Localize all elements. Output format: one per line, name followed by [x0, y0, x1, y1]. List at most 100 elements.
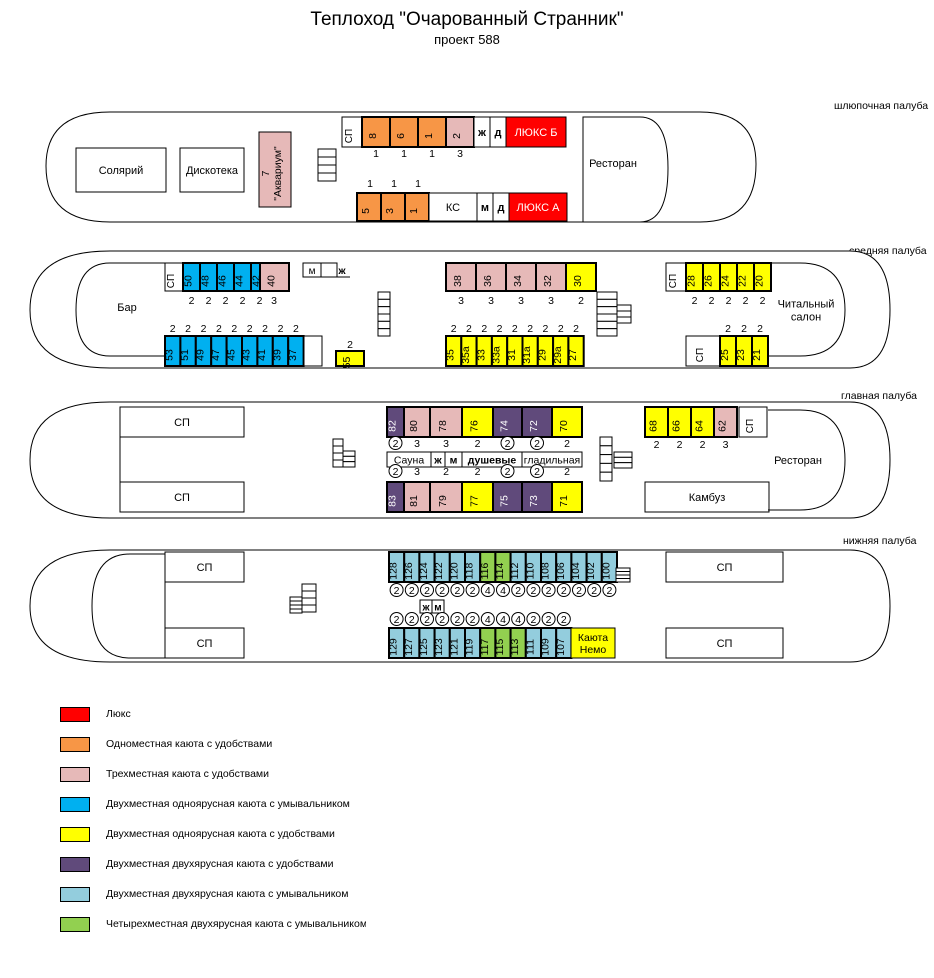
- capacity-circle: [556, 583, 571, 597]
- capacity: 2: [451, 323, 457, 335]
- capacity: 2: [692, 295, 698, 307]
- capacity: 3: [518, 295, 524, 307]
- legend-swatch: [60, 887, 90, 902]
- cabin-number: 34: [512, 275, 524, 287]
- capacity-circle: [389, 612, 404, 626]
- capacity: 2: [278, 323, 284, 335]
- capacity: 2: [424, 585, 430, 597]
- cabin-number: 118: [464, 562, 476, 579]
- cabin-21: [751, 335, 769, 367]
- legend-swatch: [60, 857, 90, 872]
- legend-label: Двухместная одноярусная каюта с умывальн…: [106, 798, 350, 810]
- capacity: 2: [564, 466, 570, 478]
- restaurant-main: Ресторан: [774, 455, 822, 467]
- restaurant-outline: [768, 409, 846, 511]
- cabin-number: 122: [433, 562, 445, 580]
- stairs: [377, 328, 391, 337]
- cabin-number: 23: [735, 349, 747, 361]
- capacity: 2: [394, 585, 400, 597]
- cabin-73: [521, 481, 553, 513]
- capacity: 2: [760, 295, 766, 307]
- capacity: 2: [741, 323, 747, 335]
- capacity: 3: [488, 295, 494, 307]
- capacity: 2: [530, 585, 536, 597]
- capacity: 2: [725, 323, 731, 335]
- cabin-number: 33: [475, 349, 487, 361]
- capacity: 2: [247, 323, 253, 335]
- cabin-number: 36: [482, 275, 494, 287]
- capacity-circle: [388, 464, 403, 478]
- cabin-number: 27: [567, 349, 579, 361]
- capacity: 2: [470, 585, 476, 597]
- cabin-number: 40: [266, 275, 278, 287]
- stairs: [615, 571, 631, 576]
- cabin-number: 35а: [460, 346, 472, 364]
- cabin-number: 119: [464, 638, 476, 655]
- lux-a: [508, 192, 568, 222]
- capacity-circle: [526, 612, 541, 626]
- legend-label: Двухместная одноярусная каюта с удобства…: [106, 828, 335, 840]
- stairs: [616, 310, 632, 318]
- stairs: [616, 316, 632, 324]
- cabin-number: 70: [558, 420, 570, 432]
- capacity: 1: [415, 178, 421, 190]
- capacity-circle: [526, 583, 541, 597]
- service-room-label: СП: [695, 348, 706, 362]
- capacity-circle: [496, 612, 510, 626]
- cabin-number: 22: [737, 275, 749, 287]
- cabin-number: 29: [536, 349, 548, 361]
- cabin-number: 80: [408, 420, 420, 432]
- capacity-circle: [541, 612, 556, 626]
- cabin-number: 76: [469, 420, 481, 432]
- page-subtitle: проект 588: [434, 32, 500, 47]
- cabin-number: 47: [210, 349, 222, 361]
- lux-a-label: ЛЮКС А: [517, 202, 561, 214]
- cabin-number: 113: [509, 638, 521, 655]
- capacity: 2: [591, 585, 597, 597]
- cabin-number: 5: [360, 208, 372, 214]
- cabin-number: 127: [403, 638, 415, 656]
- capacity: 2: [530, 614, 536, 626]
- capacity: 2: [409, 614, 415, 626]
- capacity: 2: [393, 466, 399, 478]
- capacity-circle: [496, 583, 510, 597]
- capacity: 2: [216, 323, 222, 335]
- galley: [644, 481, 770, 513]
- cabin-number: 106: [555, 562, 567, 580]
- stairs: [599, 454, 613, 464]
- cabin-number: 79: [437, 495, 449, 507]
- shower-label: д: [495, 127, 502, 139]
- cabin-number: 32: [542, 275, 554, 287]
- capacity: 2: [394, 614, 400, 626]
- stairs: [377, 291, 391, 300]
- capacity: 2: [505, 438, 511, 450]
- capacity-circle: [530, 464, 544, 478]
- cabin-number: 41: [256, 349, 268, 361]
- cabin-20: [753, 262, 772, 292]
- cabin-38: [445, 262, 477, 292]
- capacity: 2: [409, 585, 415, 597]
- capacity: 2: [757, 323, 763, 335]
- wc-men-label: м: [481, 202, 489, 214]
- stairs: [377, 313, 391, 322]
- stairs: [596, 328, 618, 337]
- capacity-circle: [435, 583, 450, 597]
- capacity-circle: [587, 583, 602, 597]
- cabin-8: [361, 116, 391, 148]
- cabin-number: 21: [751, 349, 763, 361]
- wc-women-label: ж: [477, 127, 486, 139]
- legend-swatch: [60, 707, 90, 722]
- cabin-number: 3: [384, 208, 396, 214]
- stairs: [289, 604, 303, 610]
- bar: Бар: [117, 302, 136, 314]
- cabin-number: 49: [195, 349, 207, 361]
- cabin-number: 73: [528, 495, 540, 507]
- capacity: 2: [189, 295, 195, 307]
- service-room-label: СП: [197, 638, 213, 650]
- cabin-number: 121: [448, 638, 460, 656]
- stairs: [377, 298, 391, 308]
- capacity: 1: [401, 148, 407, 160]
- capacity: 1: [373, 148, 379, 160]
- deck-label-boat: шлюпочная палуба: [834, 100, 929, 112]
